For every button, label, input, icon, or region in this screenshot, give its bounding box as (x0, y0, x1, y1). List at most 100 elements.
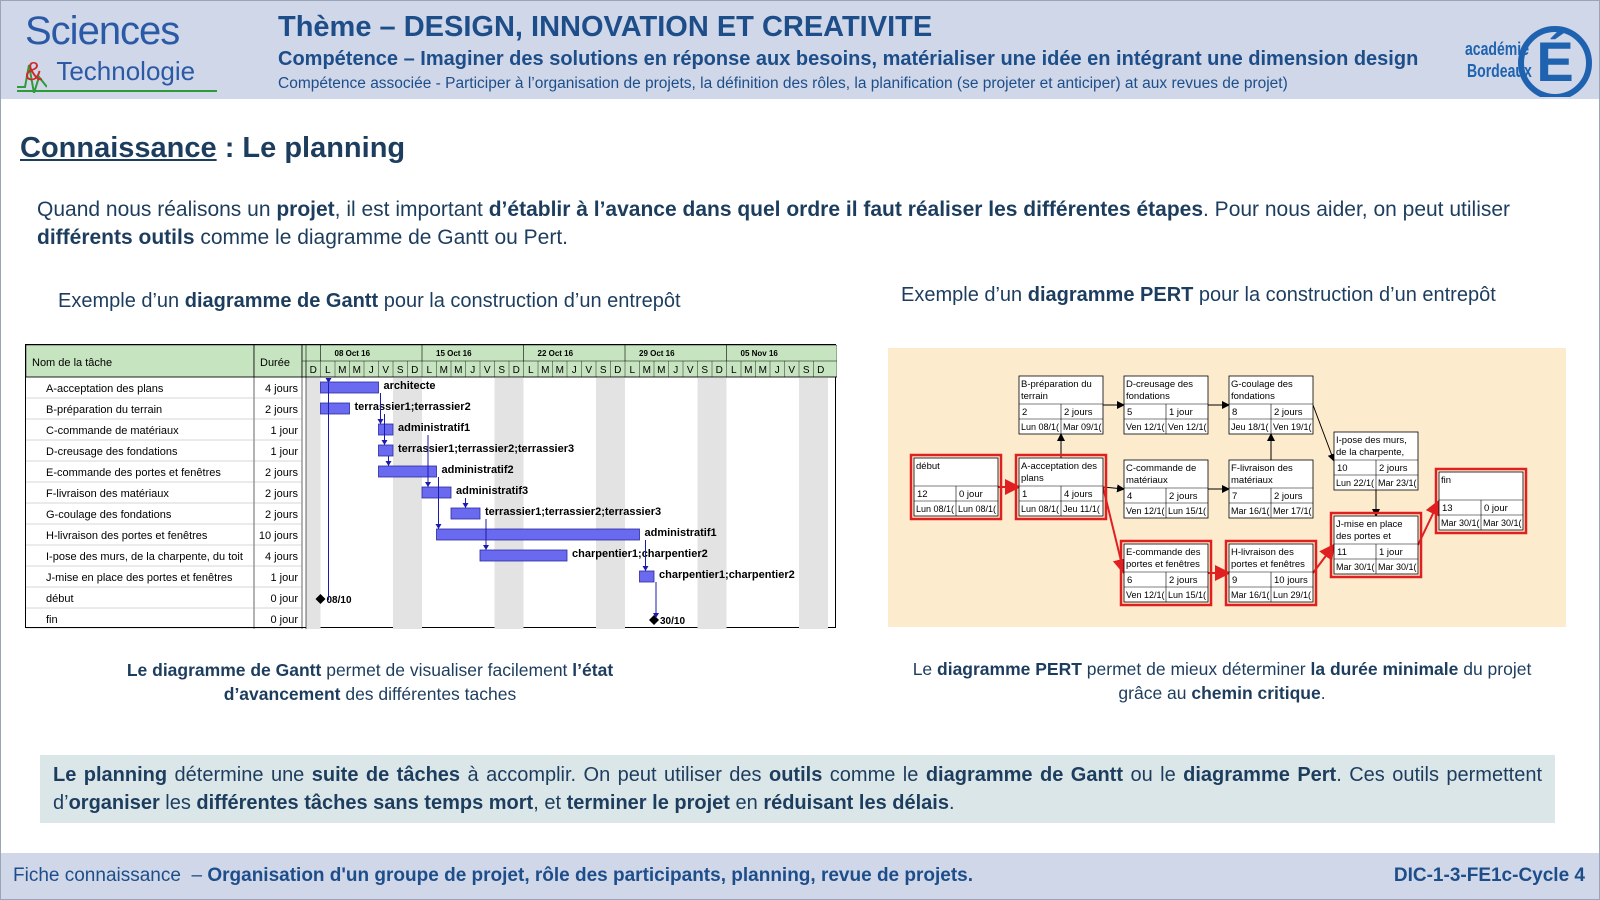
gantt-task-name: C-commande de matériaux (46, 425, 179, 437)
pert-node-number: 6 (1127, 575, 1132, 586)
gantt-milestone-label: 30/10 (660, 616, 685, 627)
pert-node-title: A-acceptation des (1021, 461, 1097, 472)
gantt-task-duration: 1 jour (270, 572, 298, 584)
gantt-task-duration: 4 jours (265, 383, 299, 395)
pert-node-duration: 1 jour (1169, 407, 1193, 418)
gantt-day-letter: S (701, 365, 708, 376)
gantt-bar (436, 528, 640, 541)
gantt-day-letter: M (454, 365, 462, 376)
gantt-weekend-shade (306, 377, 321, 629)
gantt-task-name: E-commande des portes et fenêtres (46, 467, 221, 479)
gantt-day-letter: M (541, 365, 549, 376)
pert-note: Le diagramme PERT permet de mieux déterm… (912, 659, 1532, 703)
gantt-day-letter: M (759, 365, 767, 376)
gantt-resource-label: terrassier1;terrassier2;terrassier3 (398, 443, 574, 455)
gantt-weekend-shade (494, 377, 509, 629)
pert-node-title: H-livraison des (1231, 547, 1294, 558)
gantt-bar (320, 381, 379, 394)
pert-critical-border (1014, 453, 1108, 521)
gantt-resource-label: administratif3 (456, 485, 528, 497)
pert-node-title: C-commande de (1126, 463, 1196, 474)
pert-node-start: Lun 08/1( (916, 504, 954, 514)
pert-node-duration: 0 jour (959, 489, 983, 500)
footer-banner: Fiche connaissance – Organisation d'un g… (1, 853, 1599, 899)
gantt-milestone-label: 08/10 (327, 595, 352, 606)
pert-node-start: Lun 08/1( (1021, 422, 1059, 432)
gantt-link-arrow (385, 461, 392, 466)
theme-title: Thème – DESIGN, INNOVATION ET CREATIVITE (278, 11, 933, 43)
gantt-resource-label: administratif2 (442, 464, 514, 476)
gantt-weekend-shade (712, 377, 727, 629)
pert-node-end: Mar 30/1( (1483, 518, 1522, 528)
gantt-day-letter: J (369, 365, 374, 376)
pert-node-number: 12 (917, 489, 928, 500)
gantt-bar (378, 465, 437, 478)
gantt-bar (479, 549, 568, 562)
gantt-link-arrow (381, 440, 388, 445)
pert-node-duration: 2 jours (1379, 463, 1408, 474)
pert-node-title: terrain (1021, 391, 1048, 402)
pert-node-title: des portes et (1336, 531, 1391, 542)
gantt-task-name: A-acceptation des plans (46, 383, 164, 395)
gantt-task-name: fin (46, 614, 58, 626)
academie-text: académie (1465, 39, 1530, 59)
pert-critical-border (1224, 539, 1318, 607)
gantt-weekend-shade (697, 377, 712, 629)
gantt-weekend-shade (407, 377, 422, 629)
pert-node-number: 13 (1442, 503, 1453, 514)
pert-node-end: Ven 19/1( (1273, 422, 1312, 432)
pert-node-title: plans (1021, 473, 1044, 484)
gantt-task-name: B-préparation du terrain (46, 404, 162, 416)
gantt-col-task: Nom de la tâche (32, 357, 112, 369)
gantt-task-name: début (46, 593, 74, 605)
pert-node-title: G-coulage des (1231, 379, 1293, 390)
gantt-day-letter: S (803, 365, 810, 376)
gantt-task-duration: 2 jours (265, 488, 299, 500)
pert-node-duration: 2 jours (1274, 407, 1303, 418)
gantt-resource-label: charpentier1;charpentier2 (572, 548, 708, 560)
pert-critical-border (1119, 539, 1213, 607)
pert-node-end: Lun 29/1( (1273, 590, 1311, 600)
pert-node-title: D-creusage des (1126, 379, 1193, 390)
gantt-milestone (315, 594, 326, 604)
gantt-link-arrow (653, 613, 659, 618)
gantt-task-name: G-coulage des fondations (46, 509, 172, 521)
pert-node-end: Mar 23/1( (1378, 478, 1417, 488)
pert-node-title: début (916, 461, 940, 472)
gantt-resource-label: terrassier1;terrassier2;terrassier3 (485, 506, 661, 518)
gantt-day-letter: L (528, 365, 534, 376)
gantt-bar (320, 402, 350, 415)
pert-node-end: Lun 15/1( (1168, 590, 1206, 600)
gantt-header-task (25, 344, 255, 378)
gantt-link-arrow (483, 545, 489, 550)
pert-node-number: 7 (1232, 491, 1237, 502)
gantt-day-letter: D (716, 365, 723, 376)
gantt-note: Le diagramme de Gantt permet de visualis… (126, 660, 614, 704)
pert-node-start: Mar 30/1( (1441, 518, 1480, 528)
header-banner: Sciences &Technologie Thème – DESIGN, IN… (1, 1, 1599, 99)
gantt-day-letter: S (498, 365, 505, 376)
svg-text:É: É (1536, 30, 1573, 93)
pert-node-number: 5 (1127, 407, 1132, 418)
gantt-day-letter: M (353, 365, 361, 376)
pert-node-start: Lun 22/1( (1336, 478, 1374, 488)
pert-node-title: fondations (1126, 391, 1170, 402)
pert-node-start: Lun 08/1( (1021, 504, 1059, 514)
pert-node-title: B-préparation du (1021, 379, 1092, 390)
pert-node-end: Lun 08/1( (958, 504, 996, 514)
gantt-col-duration: Durée (260, 357, 290, 369)
pert-caption: Exemple d’un diagramme PERT pour la cons… (901, 284, 1496, 306)
gantt-task-duration: 0 jour (270, 614, 298, 626)
gantt-day-letter: M (440, 365, 448, 376)
footer-left: Fiche connaissance – Organisation d'un g… (13, 865, 974, 886)
